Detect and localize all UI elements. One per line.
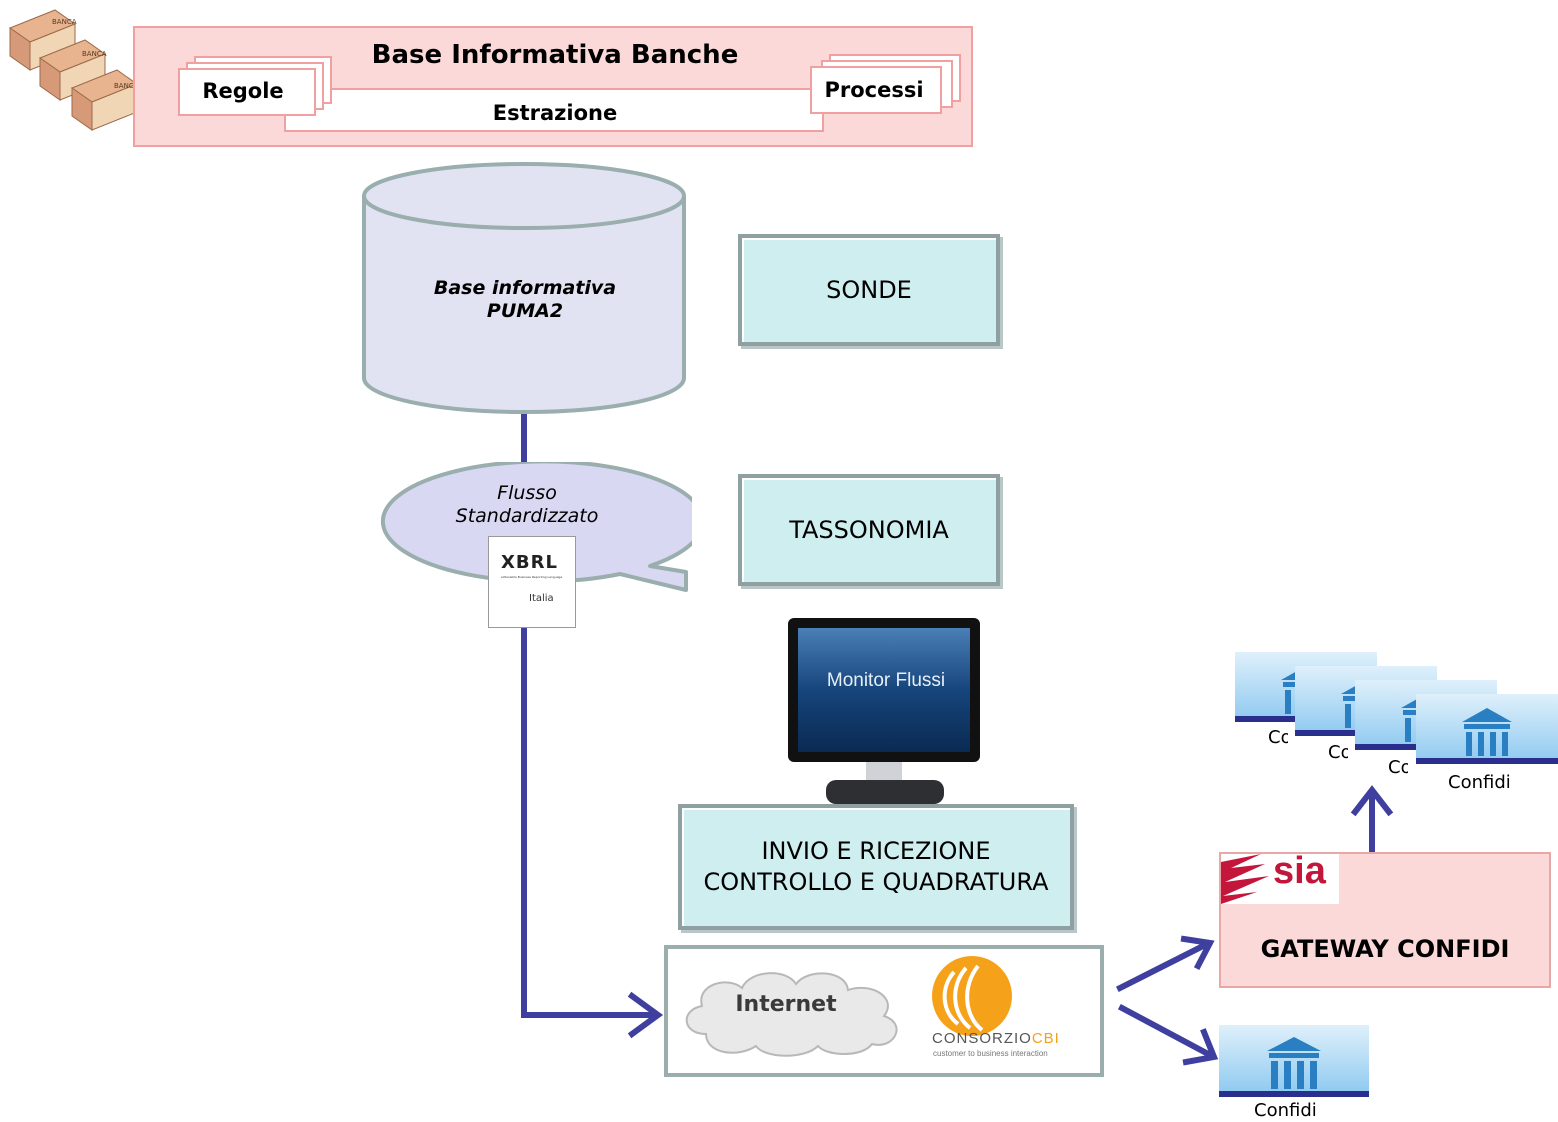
tassonomia-label: TASSONOMIA: [789, 515, 949, 544]
confidi-stack-label-4: Confidi: [1448, 772, 1511, 793]
bank-building-icon: BANCA: [38, 39, 107, 101]
internet-label: Internet: [735, 992, 837, 1017]
monitor-illustration: [786, 616, 982, 808]
panel-title: Base Informativa Banche: [371, 40, 739, 70]
confidi-stack-arrowhead: [1350, 785, 1394, 817]
cbi-word: CBI: [1031, 1030, 1060, 1047]
invio-label-line1: INVIO E RICEZIONE: [761, 837, 991, 865]
gateway-label: GATEWAY CONFIDI: [1260, 935, 1510, 963]
monitor-label: Monitor Flussi: [826, 670, 946, 691]
xbrl-logo-country: Italia: [529, 593, 554, 604]
confidi-single: [1219, 1025, 1369, 1099]
svg-text:BANCA: BANCA: [52, 18, 77, 26]
database-label-line1: Base informativa: [433, 277, 617, 299]
consorzio-cbi-tagline: customer to business interaction: [933, 1049, 1048, 1058]
flow-label-line2: Standardizzato: [455, 505, 599, 527]
confidi-stack-label-3: Confidi: [1388, 757, 1408, 778]
extraction-bar: [284, 88, 824, 132]
confidi-building-icon: [1219, 1025, 1369, 1097]
puma2-database: [360, 160, 688, 416]
tassonomia-box[interactable]: TASSONOMIA: [738, 474, 1000, 586]
sonde-box[interactable]: SONDE: [738, 234, 1000, 346]
confidi-single-label: Confidi: [1254, 1100, 1317, 1121]
monitor-screen: [798, 628, 970, 752]
xbrl-logo-subtitle: eXtensible Business Reporting Language: [501, 575, 563, 579]
sonde-label: SONDE: [826, 275, 912, 304]
flow-label-line1: Flusso: [497, 482, 557, 504]
monitor-stand: [826, 780, 944, 804]
svg-text:BANCA: BANCA: [82, 50, 107, 58]
database-label-line2: PUMA2: [486, 300, 564, 322]
flow-to-internet-connector: [521, 627, 658, 1018]
sia-text: sia: [1273, 850, 1326, 892]
sia-logo: sia: [1221, 850, 1339, 904]
invio-box[interactable]: INVIO E RICEZIONE CONTROLLO E QUADRATURA: [678, 804, 1074, 930]
cloud-to-gateway-connector: [1115, 940, 1210, 993]
database-label: Base informativa PUMA2: [380, 277, 670, 323]
confidi-stack-label-1: Confidi: [1268, 727, 1288, 748]
invio-label-line2: CONTROLLO E QUADRATURA: [703, 868, 1049, 896]
bank-buildings-illustration: BANCA BANCA BANCA: [0, 0, 160, 140]
confidi-stack-label-2: Confidi: [1328, 742, 1348, 763]
consorzio-cbi-name: CONSORZIOCBI: [932, 1030, 1060, 1048]
extraction-label: Estrazione: [492, 101, 618, 125]
internet-arrowhead: [627, 991, 664, 1039]
regole-stack: [170, 52, 340, 122]
xbrl-logo: XBRL eXtensible Business Reporting Langu…: [488, 536, 576, 628]
bank-building-icon: BANCA: [8, 9, 77, 71]
processi-stack: [805, 50, 970, 120]
flow-label: Flusso Standardizzato: [420, 482, 634, 528]
regole-label: Regole: [202, 79, 284, 103]
confidi-arrowhead: [1182, 1028, 1219, 1066]
svg-text:BANCA: BANCA: [114, 82, 139, 90]
xbrl-logo-text: XBRL: [501, 552, 558, 573]
consorzio-word: CONSORZIO: [932, 1030, 1032, 1047]
confidi-building-icon: [1416, 694, 1558, 764]
internet-cloud: [676, 962, 912, 1060]
consorzio-cbi-logo: [924, 952, 1094, 1064]
gateway-arrowhead: [1180, 935, 1215, 971]
cloud-to-confidi-connector: [1117, 1003, 1215, 1060]
processi-label: Processi: [824, 78, 924, 102]
